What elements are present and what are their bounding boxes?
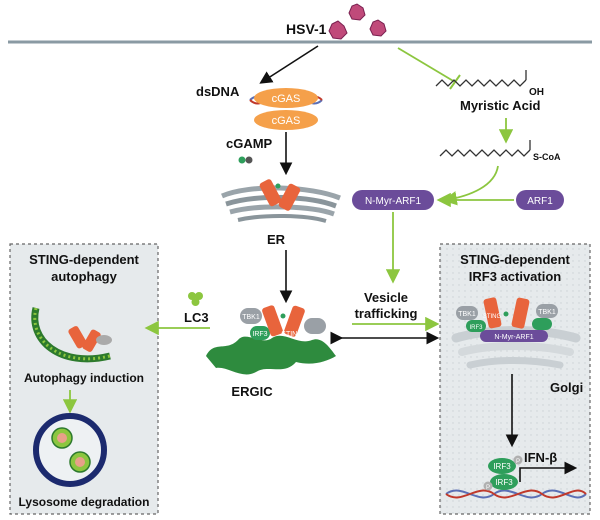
sting-ergic-right: [284, 305, 305, 337]
tbk1-golgi-left: [456, 306, 478, 320]
irf3-golgi-left: [466, 320, 486, 332]
cgas-bottom-label: cGAS: [272, 115, 301, 127]
vesicle-label-1: Vesicle: [364, 290, 408, 305]
virion-icon: [369, 19, 387, 37]
phospho-top-label: P: [516, 459, 520, 465]
tbk1-golgi-right-label: TBK1: [538, 309, 556, 316]
phospho-top: [513, 455, 523, 465]
virion-icon: [348, 3, 366, 21]
cgas-top: cGAS: [254, 88, 318, 108]
sting-ergic-left: [262, 305, 283, 337]
transcription-arrow: [519, 461, 578, 482]
tbk1-ergic-label: TBK1: [242, 314, 260, 321]
sting-golgi-left: [483, 297, 502, 329]
irf3-golgi-right: [532, 318, 552, 330]
irf3-dimer-bottom-label: IRF3: [495, 478, 513, 487]
myristoyl-coa-structure: [439, 140, 531, 157]
golgi-label: Golgi: [550, 380, 583, 395]
autophagy-panel: STING-dependent autophagy Autophagy indu…: [9, 243, 159, 515]
inhibit-bar: [449, 74, 461, 90]
phospho-bottom: [483, 481, 493, 491]
irf3-golgi-left-label: IRF3: [469, 325, 483, 331]
lysosome-degradation-label: Lysosome degradation: [19, 495, 150, 509]
n-myr-arf1-golgi: [480, 330, 548, 342]
irf3-title-1: STING-dependent: [460, 252, 570, 267]
lysosome-icon: [33, 413, 107, 487]
ifn-beta-label: IFN-β: [524, 450, 557, 465]
inhibit-hsv-to-myristic: [397, 47, 456, 83]
irf3-dimer: IRF3 IRF3 P P: [483, 455, 523, 491]
tbk1-ergic-right: [304, 318, 326, 334]
phospho-bottom-label: P: [486, 485, 490, 491]
ergic-organelle: TBK1 IRF3 STING: [206, 305, 336, 375]
irf3-title-2: IRF3 activation: [469, 269, 562, 284]
arf1-box: ARF1: [516, 190, 564, 210]
cgamp-molecule: [238, 156, 253, 164]
arrow-hsv-to-dsdna: [259, 45, 319, 84]
cgas-bottom: cGAS: [254, 110, 318, 130]
dsdna-label: dsDNA: [196, 84, 240, 99]
ergic-label: ERGIC: [231, 384, 273, 399]
irf3-ergic: [250, 326, 270, 340]
myristic-acid-structure: [435, 70, 527, 87]
myristic-acid-label: Myristic Acid: [460, 98, 540, 113]
irf3-ergic-label: IRF3: [252, 331, 267, 338]
autophagosome-icon: [31, 307, 112, 363]
cgamp-label: cGAMP: [226, 136, 273, 151]
oh-label: OH: [529, 87, 544, 98]
hsv1-virions: [328, 3, 387, 40]
virion-icon: [328, 20, 348, 40]
scoa-label: S-CoA: [533, 152, 561, 162]
sting-golgi-label: STING: [483, 314, 502, 320]
arf1-label: ARF1: [527, 196, 553, 207]
arrow-coa-to-nmyr: [442, 165, 499, 206]
cgas-top-label: cGAS: [272, 93, 301, 105]
n-myr-arf1-label: N-Myr-ARF1: [365, 196, 422, 207]
n-myr-arf1-golgi-label: N-Myr-ARF1: [494, 334, 533, 341]
autophagy-title-1: STING-dependent: [29, 252, 139, 267]
gene-dna-helix: [445, 489, 587, 499]
tbk1-golgi-left-label: TBK1: [458, 311, 476, 318]
sting-golgi-right: [511, 297, 530, 329]
autophagy-title-2: autophagy: [51, 269, 117, 284]
hsv1-label: HSV-1: [286, 21, 327, 37]
lc3-icon: [188, 292, 203, 306]
irf3-dimer-top-label: IRF3: [493, 462, 511, 471]
er-label: ER: [267, 232, 286, 247]
irf3-activation-panel: STING-dependent IRF3 activation N-Myr-AR…: [439, 243, 591, 515]
n-myr-arf1-box: N-Myr-ARF1: [352, 190, 434, 210]
tbk1-golgi-right: [536, 304, 558, 318]
autophagy-induction-label: Autophagy induction: [24, 371, 144, 385]
vesicle-label-2: trafficking: [355, 306, 418, 321]
sting-dimer-er: [259, 179, 301, 211]
tbk1-ergic: [240, 308, 262, 324]
lc3-label: LC3: [184, 310, 209, 325]
sting-ergic-label: STING: [281, 331, 302, 338]
